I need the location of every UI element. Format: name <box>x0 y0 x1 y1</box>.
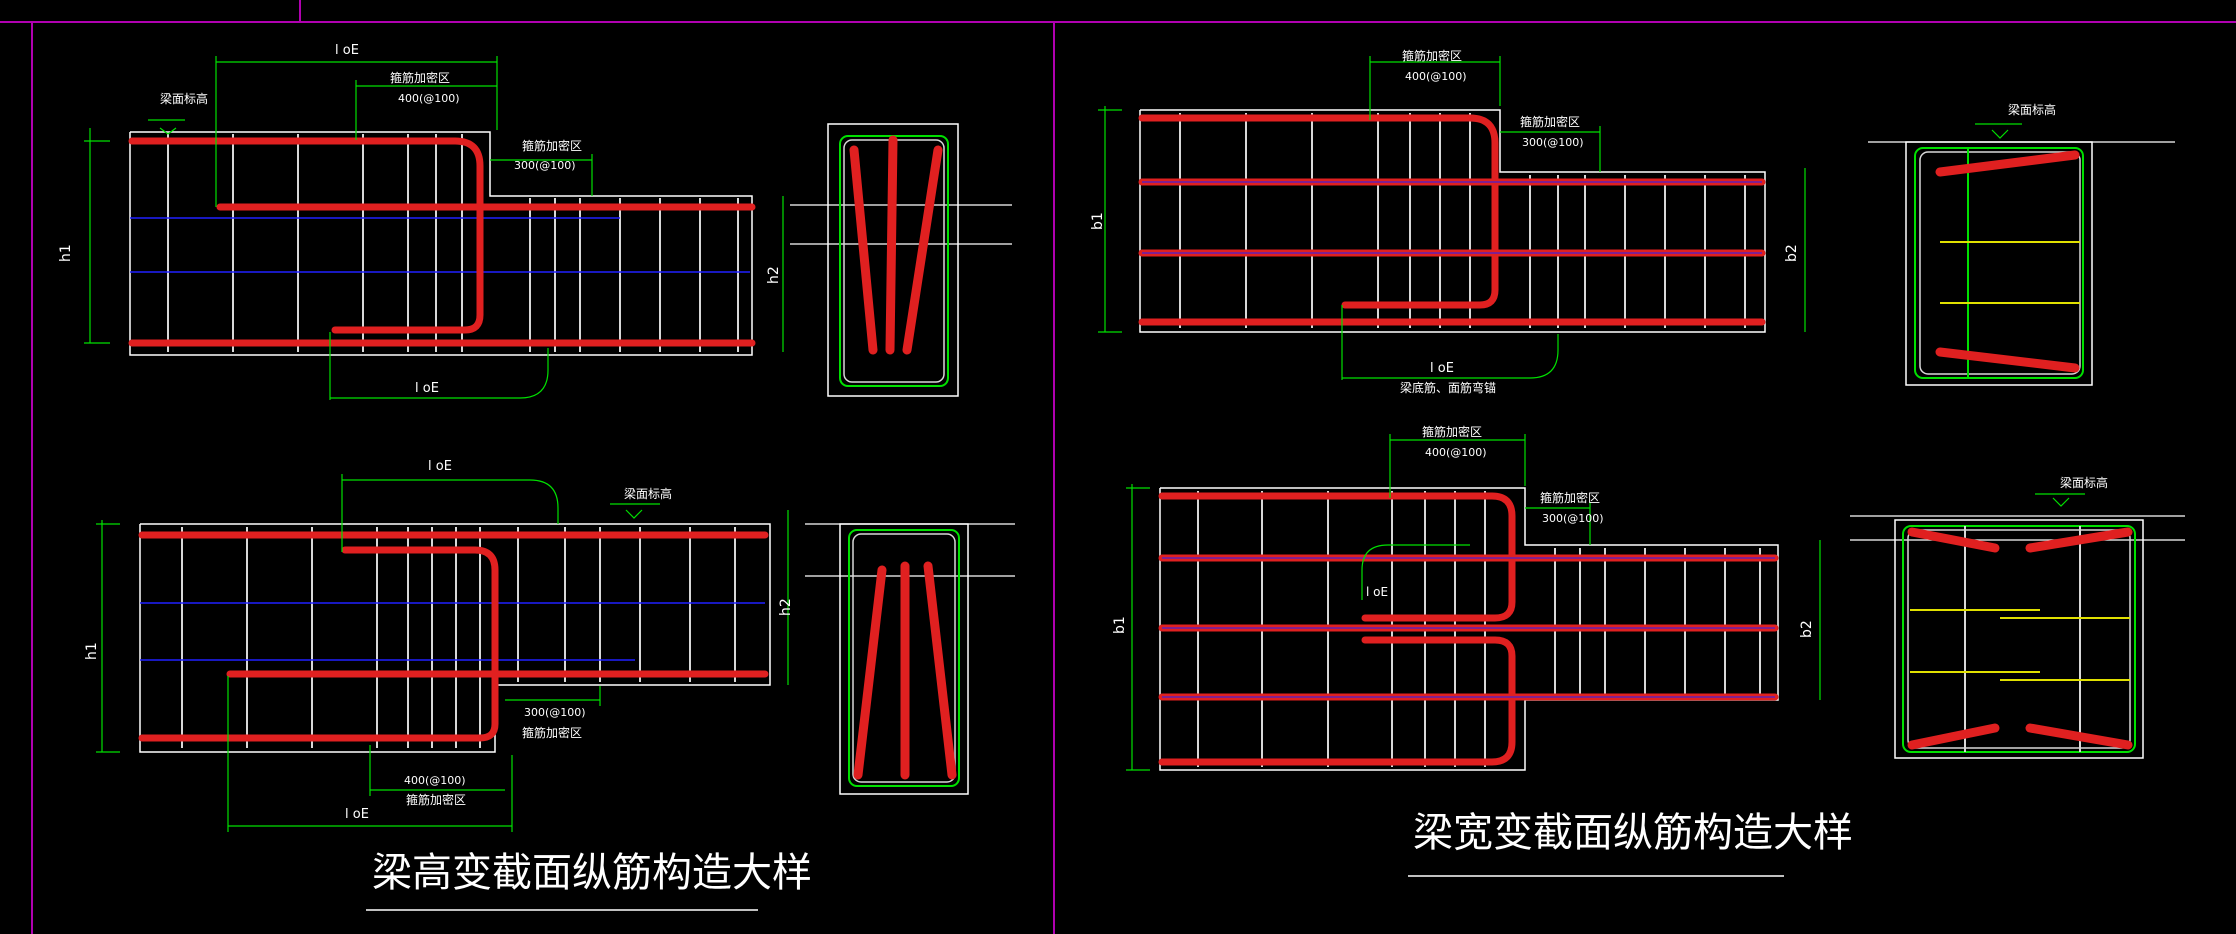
detail-width-change-2: b1 b2 箍筋加密区 400(@100) 箍筋加密区 300(@100) l … <box>1112 424 2185 771</box>
detail-height-change-1: h1 h2 l oE 箍筋加密区 400(@100) 梁面标高 箍筋加密区 30… <box>58 43 1012 400</box>
dimensions <box>96 474 789 832</box>
blue-bars <box>130 217 750 273</box>
dense-zone-label: 箍筋加密区 <box>1422 424 1482 439</box>
b2-label: b2 <box>1784 244 1800 262</box>
dense-300-label: 300(@100) <box>524 706 586 719</box>
dense-zone-label: 箍筋加密区 <box>522 725 582 740</box>
title-height-change: 梁高变截面纵筋构造大样 <box>372 850 812 896</box>
longitudinal-bars <box>138 531 769 742</box>
beam-outline <box>1139 109 1766 333</box>
section-view <box>805 523 1015 795</box>
section-view: 梁面标高 <box>1868 102 2175 386</box>
h1-label: h1 <box>84 642 100 660</box>
dense-400-label: 400(@100) <box>404 774 466 787</box>
dimensions <box>1126 434 1821 771</box>
detail-width-change-1: b1 b2 箍筋加密区 400(@100) 箍筋加密区 300(@100) l … <box>1090 48 2175 395</box>
b1-label: b1 <box>1112 616 1128 634</box>
section-view: 梁面标高 <box>1850 475 2185 759</box>
detail-height-change-2: h1 h2 l oE 梁面标高 300(@100) 箍筋加密区 400(@100… <box>84 459 1015 832</box>
h2-label: h2 <box>778 598 794 616</box>
dense-400-label: 400(@100) <box>1405 70 1467 83</box>
dense-300-label: 300(@100) <box>1522 136 1584 149</box>
beam-top-level-label: 梁面标高 <box>160 91 208 106</box>
loe-label: l oE <box>428 459 452 474</box>
b1-label: b1 <box>1090 212 1106 230</box>
dimensions <box>1098 56 1806 380</box>
dense-zone-label-2: 箍筋加密区 <box>1520 114 1580 129</box>
dense-zone-label-2: 箍筋加密区 <box>406 792 466 807</box>
dense-zone-label: 箍筋加密区 <box>390 70 450 85</box>
stirrups <box>167 134 739 352</box>
b2-label: b2 <box>1799 620 1815 638</box>
dense-400-label: 400(@100) <box>398 92 460 105</box>
dense-300-label: 300(@100) <box>1542 512 1604 525</box>
dimensions <box>84 56 784 400</box>
longitudinal-bars <box>1158 492 1779 766</box>
dense-zone-label: 箍筋加密区 <box>1402 48 1462 63</box>
dense-zone-label-2: 箍筋加密区 <box>522 138 582 153</box>
blue-bars <box>1162 557 1775 698</box>
dense-300-label: 300(@100) <box>514 159 576 172</box>
title-width-change: 梁宽变截面纵筋构造大样 <box>1413 810 1853 856</box>
dense-400-label: 400(@100) <box>1425 446 1487 459</box>
loe-label-top: l oE <box>335 43 359 58</box>
blue-bars <box>1142 181 1762 254</box>
loe-label-bottom: l oE <box>415 381 439 396</box>
dense-zone-label-2: 箍筋加密区 <box>1540 490 1600 505</box>
beam-outline <box>1159 487 1779 771</box>
h1-label: h1 <box>58 244 74 262</box>
blue-bars <box>140 602 765 661</box>
beam-top-level-label: 梁面标高 <box>2008 102 2056 117</box>
longitudinal-bars <box>128 137 756 347</box>
beam-outline <box>129 131 753 356</box>
loe-label: l oE <box>1366 585 1388 599</box>
h2-label: h2 <box>766 266 782 284</box>
loe-label: l oE <box>1430 361 1454 376</box>
stirrups <box>181 527 736 748</box>
section-view <box>790 123 1012 397</box>
longitudinal-bars <box>1138 114 1766 326</box>
beam-top-level-label: 梁面标高 <box>624 486 672 501</box>
stirrups <box>1179 113 1746 328</box>
loe-label-bottom: l oE <box>345 807 369 822</box>
beam-top-level-label: 梁面标高 <box>2060 475 2108 490</box>
anchor-note: 梁底筋、面筋弯锚 <box>1400 380 1496 395</box>
